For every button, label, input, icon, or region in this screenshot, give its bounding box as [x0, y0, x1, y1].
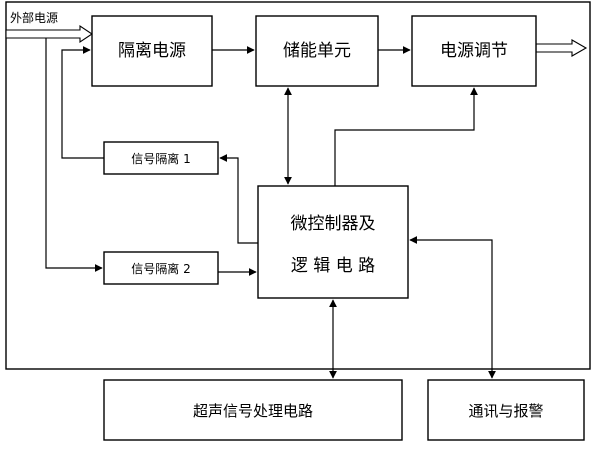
comm-alarm-box: 通讯与报警: [427, 379, 585, 441]
arrow-mcu-to-regulation: [334, 87, 478, 186]
arrow-mcu-to-isolation1: [219, 154, 258, 244]
external-power-label: 外部电源: [10, 10, 58, 25]
isolated-power-box: 隔离电源: [91, 15, 213, 87]
signal-isolation-1-box: 信号隔离 1: [103, 141, 219, 175]
mcu-logic-box: 微控制器及 逻 辑 电 路: [257, 185, 409, 299]
power-regulation-box: 电源调节: [411, 15, 537, 87]
signal-isolation-2-label: 信号隔离 2: [131, 261, 190, 276]
power-regulation-label: 电源调节: [440, 41, 508, 61]
mcu-label-line2: 逻 辑 电 路: [291, 256, 375, 276]
energy-storage-box: 储能单元: [255, 15, 379, 87]
system-enclosure: [5, 1, 591, 370]
energy-storage-label: 储能单元: [283, 41, 351, 61]
mcu-label-line1: 微控制器及: [291, 214, 376, 234]
arrow-mcu-comm-alarm: [409, 236, 496, 379]
signal-isolation-2-box: 信号隔离 2: [103, 251, 219, 285]
arrow-external-to-isolation2: [45, 38, 103, 272]
ultrasonic-processing-box: 超声信号处理电路: [103, 379, 403, 441]
ultrasonic-processing-label: 超声信号处理电路: [193, 402, 313, 420]
signal-isolation-1-label: 信号隔离 1: [131, 151, 190, 166]
isolated-power-label: 隔离电源: [118, 41, 186, 61]
power-output-arrow: [535, 39, 588, 57]
arrow-isolation1-to-isolated-power: [61, 46, 104, 159]
comm-alarm-label: 通讯与报警: [468, 402, 543, 420]
external-power-input-arrow: [5, 24, 93, 44]
